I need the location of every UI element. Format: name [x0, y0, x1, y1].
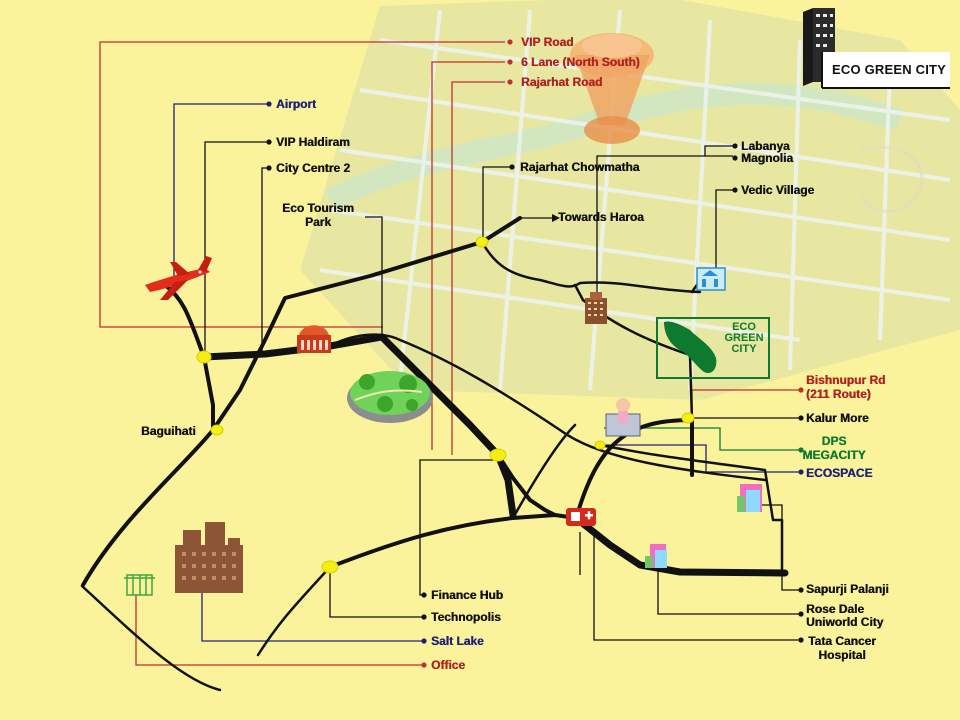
label-eco-tourism-park: Eco Tourism Park [270, 201, 366, 229]
resort-icon [696, 267, 726, 291]
junction-rajarhat-chowmatha [475, 236, 489, 248]
label-technopolis: Technopolis [431, 610, 501, 624]
label-city-centre-2: City Centre 2 [276, 161, 351, 175]
eco-green-city-marker [656, 317, 770, 379]
label-kalur-more: Kalur More [806, 411, 869, 425]
label-rose-dale-line1: Rose Dale [806, 602, 865, 616]
label-tata-cancer-hospital: Tata Cancer Hospital [800, 634, 884, 662]
map-pin-icon [570, 33, 654, 144]
junction-kalur-more [681, 412, 695, 424]
label-labanya: Labanya [741, 139, 790, 153]
eco-green-city-label-line2: GREEN [724, 332, 764, 344]
high-rise-icon [585, 292, 607, 324]
junctions [196, 236, 695, 574]
label-ecospace: ECOSPACE [806, 466, 873, 480]
label-six-lane: 6 Lane (North South) [521, 55, 640, 69]
junction-eco-park [489, 448, 507, 462]
label-eco-tourism-park-line2: Park [304, 215, 332, 229]
school-icon [605, 398, 641, 437]
label-tata-line1: Tata Cancer [808, 634, 876, 648]
label-dps-line2: MEGACITY [802, 448, 866, 462]
label-rose-dale-line2: Uniworld City [806, 615, 884, 629]
label-magnolia: Magnolia [741, 151, 794, 165]
label-tata-line2: Hospital [818, 648, 866, 662]
label-dots [266, 39, 804, 668]
airplane-icon [145, 256, 212, 300]
label-sapurji-palanji: Sapurji Palanji [806, 582, 889, 596]
arrow-towards-haroa [520, 214, 560, 222]
brand-title: ECO GREEN CITY [832, 62, 947, 77]
roads [80, 216, 789, 692]
label-salt-lake: Salt Lake [431, 634, 484, 648]
office-location-icon [124, 574, 155, 596]
label-bishnupur-line2: (211 Route) [806, 387, 871, 401]
eco-green-city-label: ECO GREEN CITY [712, 322, 776, 355]
label-dps-line1: DPS [821, 434, 847, 448]
eco-green-city-label-line3: CITY [731, 343, 757, 355]
label-office: Office [431, 658, 466, 672]
salt-lake-city-icon [175, 522, 243, 593]
label-vip-haldiram: VIP Haldiram [276, 135, 350, 149]
label-rajarhat-road: Rajarhat Road [521, 75, 603, 89]
label-finance-hub: Finance Hub [431, 588, 504, 602]
shopping-mall-icon [297, 325, 331, 353]
brand-logo-icon [803, 8, 950, 89]
label-vedic-village: Vedic Village [741, 183, 815, 197]
label-eco-tourism-park-line1: Eco Tourism [282, 201, 354, 215]
apartment-icon [737, 484, 762, 512]
label-bishnupur-line1: Bishnupur Rd [806, 373, 886, 387]
eco-green-city-label-line1: ECO [732, 321, 756, 333]
label-airport: Airport [276, 97, 316, 111]
office-building-icon [645, 544, 667, 568]
label-rose-dale-uniworld-city: Rose Dale Uniworld City [806, 603, 883, 629]
label-rajarhat-chowmatha: Rajarhat Chowmatha [520, 160, 640, 174]
label-vip-road: VIP Road [521, 35, 574, 49]
junction-chinar [321, 560, 339, 574]
label-dps-megacity: DPS MEGACITY [802, 434, 866, 462]
junction-dps [594, 440, 606, 450]
label-bishnupur-rd: Bishnupur Rd (211 Route) [806, 373, 885, 401]
label-baguihati: Baguihati [141, 424, 196, 438]
label-towards-haroa: Towards Haroa [558, 210, 644, 224]
junction-baguihati [210, 424, 224, 436]
eco-park-icon [347, 371, 433, 423]
junction-baguihati-north [196, 350, 212, 364]
hospital-icon [566, 508, 596, 526]
